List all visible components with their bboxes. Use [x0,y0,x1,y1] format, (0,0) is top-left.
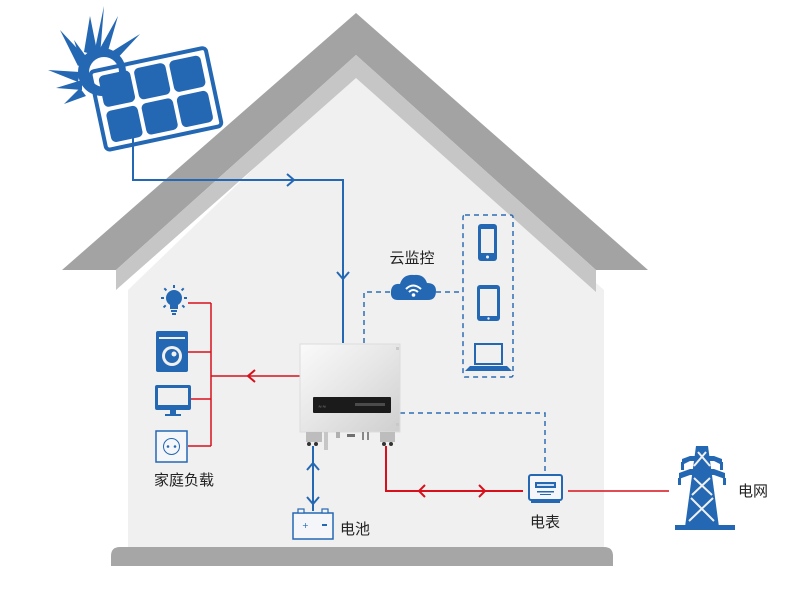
arrow-down-icon [336,271,350,281]
smartphone-icon [478,224,497,261]
grid-label: 电网 [738,482,768,500]
washing-machine-icon [156,331,188,372]
cloud-label: 云监控 [389,249,434,267]
monitor-icon [155,385,191,416]
power-socket-icon [155,430,188,463]
sun-icon [48,6,140,104]
inverter-logo: ≈≈ [318,404,326,410]
roof-outer [62,13,648,270]
electric-meter-icon [528,474,563,503]
transmission-tower-icon [675,446,735,530]
solar-panel-sun-icon [48,6,224,152]
battery-plus: + [302,521,309,530]
arrow-left-icon [417,484,426,498]
monitoring-links [363,214,546,474]
foundation [111,547,613,566]
arrow-up-icon [306,461,320,471]
inverter-to-meter-line [385,446,523,498]
laptop-icon [465,343,512,371]
arrow-right-icon [478,484,487,498]
battery-label: 电池 [340,520,370,538]
wifi-cloud-icon [390,274,436,300]
inverter-to-loads-line [188,302,300,447]
light-bulb-icon [161,285,187,315]
arrow-left-icon [246,369,256,383]
solar-panel [88,46,224,152]
arrow-down-icon [306,496,320,506]
inverter-to-battery-line [306,446,320,511]
meter-label: 电表 [530,513,560,531]
house [62,13,648,566]
arrow-right-icon [286,173,296,187]
hybrid-inverter: ≈≈ [299,343,401,450]
battery-icon: + [292,508,334,540]
loads-label: 家庭负载 [154,471,214,489]
solar-to-inverter-line [132,134,350,343]
tablet-icon [477,285,500,321]
devices-box [462,214,514,378]
